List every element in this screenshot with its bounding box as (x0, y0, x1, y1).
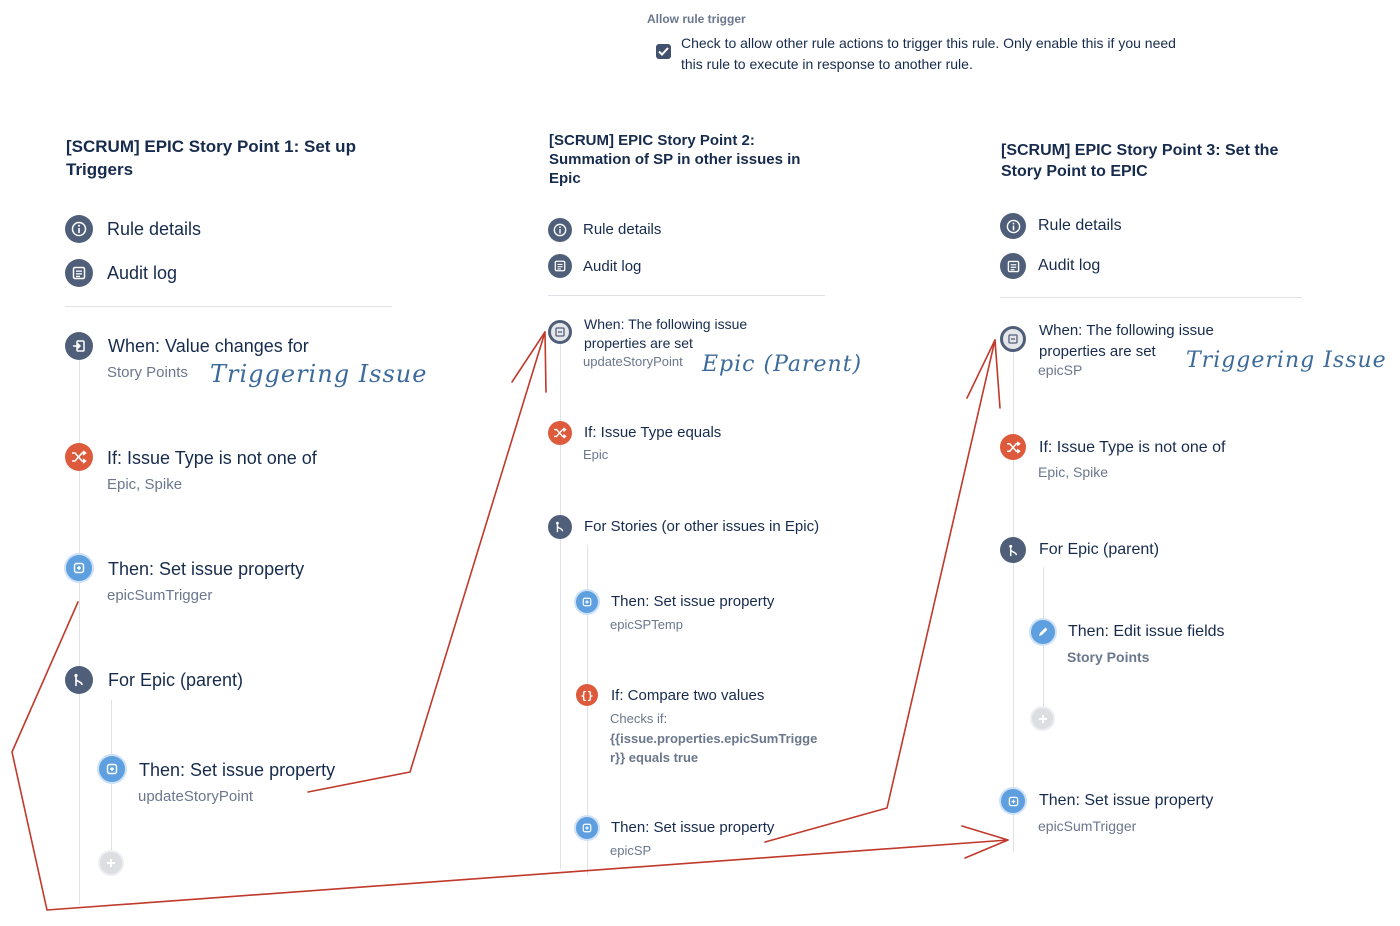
branch-icon (65, 666, 93, 694)
action-icon (576, 591, 598, 613)
arrow-loop-to-rule-3-end (11, 601, 1009, 911)
condition-values: Epic, Spike (107, 476, 183, 493)
rule-title: [SCRUM] EPIC Story Point 1: Set up Trigg… (66, 137, 356, 179)
rule-title: [SCRUM] EPIC Story Point 3: Set the Stor… (1001, 142, 1279, 180)
action-label[interactable]: Then: Set issue property (108, 559, 305, 579)
handwritten-annotation: Epic (Parent) (702, 352, 863, 377)
audit-log-icon (1000, 253, 1026, 279)
rule-details-link[interactable]: Rule details (1038, 217, 1122, 234)
branch-icon (1000, 537, 1026, 563)
trigger-label[interactable]: When: The following issue properties are… (1039, 322, 1214, 360)
add-component-icon[interactable] (98, 850, 124, 876)
branch-icon (548, 515, 572, 539)
trigger-icon (65, 332, 93, 360)
action-property: epicSumTrigger (1038, 818, 1137, 834)
trigger-label[interactable]: When: The following issue properties are… (584, 316, 748, 351)
edit-field: Story Points (1067, 649, 1150, 665)
trigger-property-icon (548, 320, 572, 344)
handwritten-annotation: Triggering Issue (210, 360, 428, 388)
add-component-icon[interactable] (1030, 706, 1055, 731)
flow-line (1013, 352, 1014, 852)
info-icon (65, 215, 93, 243)
action-label[interactable]: Then: Set issue property (1039, 792, 1214, 809)
action-icon (1001, 789, 1025, 813)
trigger-property-icon (1000, 326, 1026, 352)
compare-expression: {{issue.properties.epicSumTrigger}} equa… (610, 731, 818, 765)
info-icon (1000, 213, 1026, 239)
compare-braces-icon: {} (576, 684, 598, 706)
condition-values: Epic, Spike (1038, 464, 1109, 480)
action-property: epicSP (610, 843, 652, 858)
info-icon (548, 218, 572, 242)
audit-log-link[interactable]: Audit log (583, 258, 642, 275)
condition-label[interactable]: If: Issue Type is not one of (1039, 439, 1226, 456)
arrow-to-rule-2 (307, 331, 546, 793)
condition-label[interactable]: If: Issue Type is not one of (107, 448, 317, 468)
action-icon (576, 817, 598, 839)
branch-action-label[interactable]: Then: Set issue property (139, 760, 336, 780)
condition-label[interactable]: If: Issue Type equals (584, 424, 722, 441)
divider (65, 306, 392, 307)
condition-values: Epic (583, 447, 609, 462)
rule-details-link[interactable]: Rule details (583, 221, 662, 238)
compare-label[interactable]: If: Compare two values (611, 687, 765, 704)
allow-rule-trigger-checkbox[interactable] (656, 44, 671, 59)
allow-rule-trigger-description: Check to allow other rule actions to tri… (681, 35, 1176, 72)
branch-action-property: updateStoryPoint (138, 788, 254, 805)
action-label[interactable]: Then: Set issue property (611, 819, 775, 836)
action-property: epicSPTemp (610, 617, 683, 632)
audit-log-link[interactable]: Audit log (1038, 257, 1101, 274)
rule-title: [SCRUM] EPIC Story Point 2: Summation of… (549, 132, 801, 187)
rule-details-link[interactable]: Rule details (107, 219, 202, 239)
condition-shuffle-icon (1000, 434, 1026, 460)
compare-checks: Checks if: (610, 711, 668, 726)
arrowhead (961, 825, 1009, 859)
divider (548, 295, 825, 296)
edit-label[interactable]: Then: Edit issue fields (1068, 623, 1225, 640)
audit-log-link[interactable]: Audit log (107, 263, 178, 283)
edit-pencil-icon (1031, 620, 1055, 644)
arrowhead (511, 331, 547, 393)
audit-log-icon (65, 259, 93, 287)
action-icon (99, 756, 125, 782)
trigger-field: Story Points (107, 364, 188, 381)
checkmark-icon (658, 47, 669, 56)
handwritten-annotation: Triggering Issue (1186, 348, 1387, 373)
branch-label[interactable]: For Epic (parent) (1039, 541, 1160, 558)
condition-shuffle-icon (65, 443, 93, 471)
branch-label[interactable]: For Epic (parent) (108, 670, 244, 690)
action-icon (66, 555, 92, 581)
trigger-property: updateStoryPoint (583, 354, 683, 369)
divider (1000, 297, 1302, 298)
flow-line (79, 360, 80, 905)
trigger-property: epicSP (1038, 362, 1083, 378)
allow-rule-trigger-heading: Allow rule trigger (647, 12, 746, 26)
audit-log-icon (548, 254, 572, 278)
arrowhead (966, 339, 1001, 409)
branch-label[interactable]: For Stories (or other issues in Epic) (584, 518, 820, 535)
action-property: epicSumTrigger (107, 587, 213, 604)
action-label[interactable]: Then: Set issue property (611, 593, 775, 610)
condition-shuffle-icon (548, 421, 572, 445)
trigger-label[interactable]: When: Value changes for (108, 336, 309, 356)
